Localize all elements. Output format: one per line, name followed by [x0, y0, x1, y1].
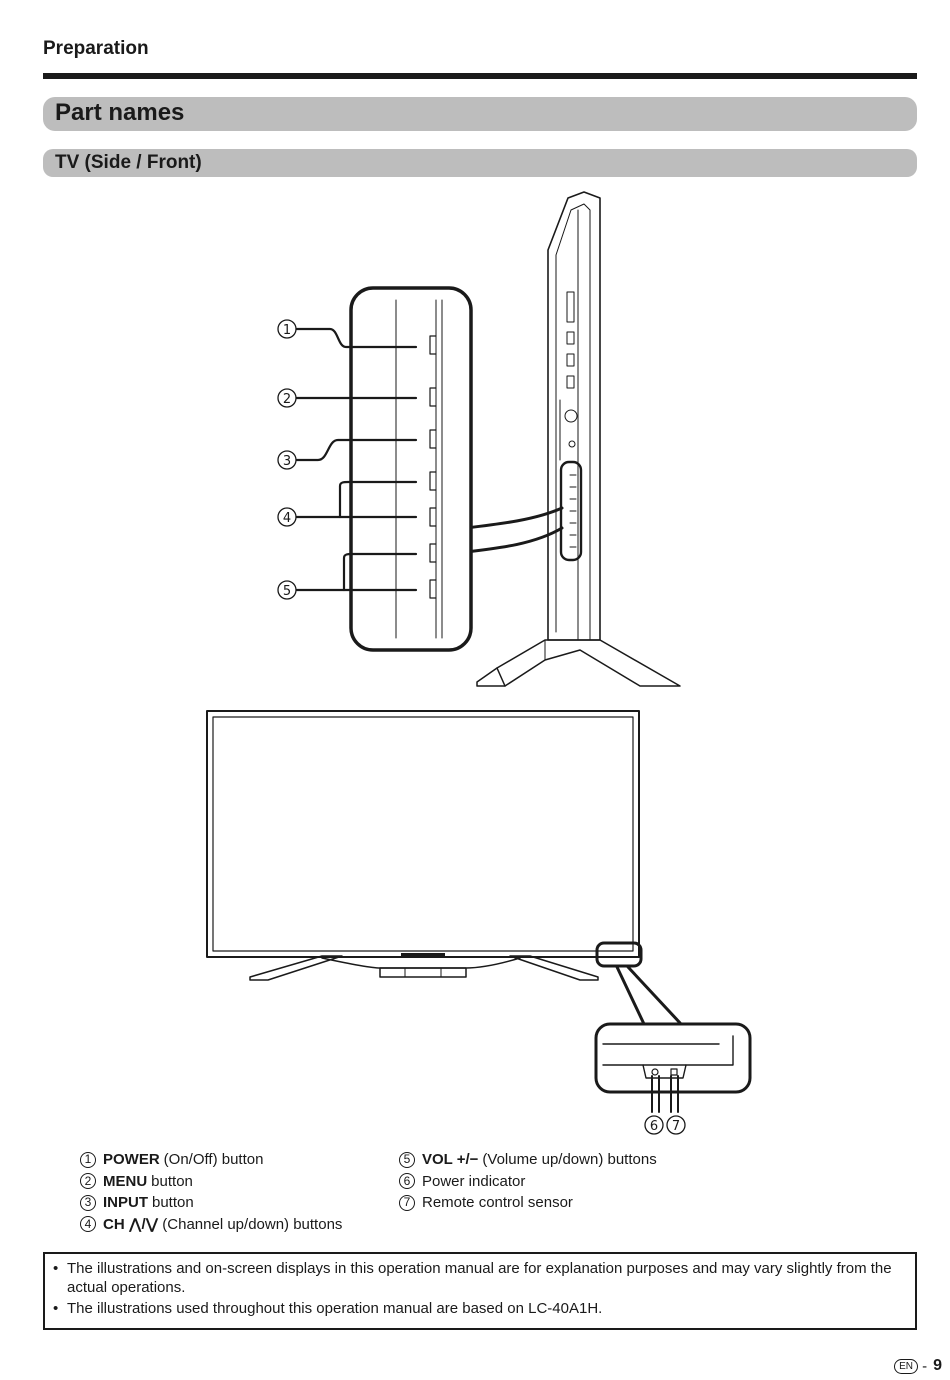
note-item: • The illustrations used throughout this…: [53, 1300, 905, 1319]
legend-desc: Power indicator: [422, 1172, 526, 1190]
notes-box: • The illustrations and on-screen displa…: [43, 1252, 917, 1330]
legend-term: POWER: [103, 1151, 160, 1168]
callout-5: 5: [283, 584, 291, 599]
legend-item: 1 POWER (On/Off) button: [80, 1149, 342, 1171]
callout-circles-front: [644, 1115, 686, 1135]
legend-item: 6 Power indicator: [399, 1171, 657, 1193]
section-label: Preparation: [43, 38, 149, 59]
legend-desc: Remote control sensor: [422, 1194, 573, 1211]
callout-6: 6: [650, 1119, 658, 1134]
header-rule: [43, 73, 917, 79]
legend-desc: (On/Off) button: [163, 1151, 264, 1168]
legend-left: 1 POWER (On/Off) button 2 MENU button 3 …: [80, 1149, 342, 1235]
title-bar: Part names: [43, 97, 917, 131]
footer-separator: -: [922, 1357, 928, 1375]
note-text: The illustrations and on-screen displays…: [67, 1260, 892, 1296]
legend-number: 4: [80, 1216, 96, 1233]
legend-desc: (Volume up/down) buttons: [482, 1151, 657, 1168]
bullet-icon: •: [53, 1300, 59, 1317]
callout-circles-side: [277, 319, 297, 600]
legend-number: 1: [80, 1151, 96, 1168]
front-highlight-box: [595, 941, 643, 968]
zoom-connector-front: [615, 965, 683, 1026]
legend-desc: button: [152, 1194, 194, 1211]
legend-item: 4 CH ⋀/⋁ (Channel up/down) buttons: [80, 1214, 342, 1236]
callout-1: 1: [283, 323, 291, 338]
legend-desc: (Channel up/down) buttons: [162, 1215, 343, 1233]
sensor-panel-zoom: [594, 1022, 752, 1113]
note-text: The illustrations used throughout this o…: [67, 1300, 603, 1317]
note-item: • The illustrations and on-screen displa…: [53, 1260, 905, 1297]
legend-number: 6: [399, 1173, 415, 1190]
callout-3: 3: [283, 454, 291, 469]
tv-side-view: [476, 191, 681, 687]
legend-desc: button: [151, 1172, 193, 1190]
callout-2: 2: [283, 392, 291, 407]
page-number: 9: [933, 1357, 942, 1374]
legend-number: 5: [399, 1151, 415, 1168]
legend-item: 3 INPUT button: [80, 1192, 342, 1214]
bullet-icon: •: [53, 1260, 59, 1277]
callout-4: 4: [283, 511, 291, 526]
tv-front-view: [206, 710, 640, 981]
legend-term: MENU: [103, 1172, 148, 1190]
callout-leaders: [295, 327, 418, 592]
legend-item: 2 MENU button: [80, 1171, 342, 1193]
legend-number: 3: [80, 1194, 96, 1211]
page-subtitle: TV (Side / Front): [55, 152, 202, 173]
zoom-connector-side: [464, 506, 564, 554]
subtitle-bar: TV (Side / Front): [43, 149, 917, 177]
callout-7: 7: [672, 1119, 680, 1134]
legend-number: 7: [399, 1194, 415, 1211]
legend-item: 5 VOL +/− (Volume up/down) buttons: [399, 1149, 657, 1171]
legend-item: 7 Remote control sensor: [399, 1192, 657, 1214]
page-title: Part names: [55, 99, 185, 126]
legend-term: INPUT: [103, 1194, 148, 1211]
en-badge-icon: EN: [894, 1358, 919, 1374]
legend-term: VOL +/−: [422, 1151, 479, 1168]
page-footer: EN - 9: [894, 1357, 942, 1375]
legend-right: 5 VOL +/− (Volume up/down) buttons 6 Pow…: [399, 1149, 657, 1214]
legend-term: CH ⋀/⋁: [103, 1215, 159, 1233]
button-panel-zoom: [349, 286, 473, 652]
legend-number: 2: [80, 1173, 96, 1190]
